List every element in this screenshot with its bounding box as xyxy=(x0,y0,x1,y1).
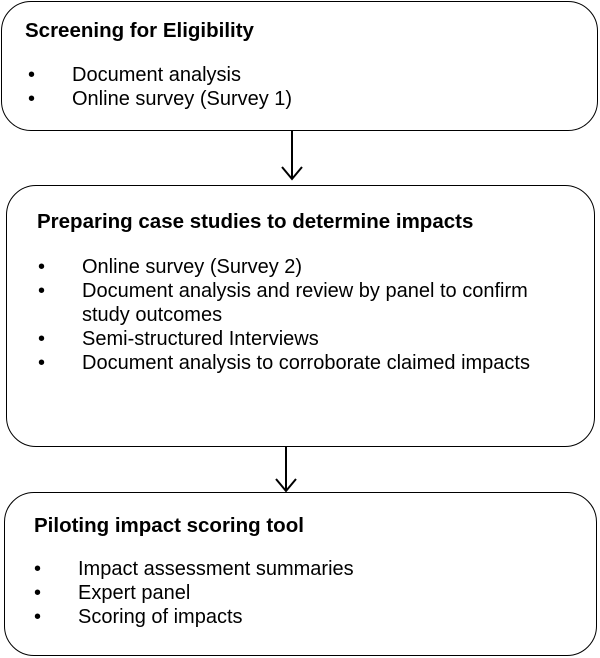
stage-item: • Document analysis to corroborate claim… xyxy=(38,351,578,375)
bullet-icon: • xyxy=(28,88,36,110)
bullet-icon: • xyxy=(34,558,42,580)
stage-item-text: Impact assessment summaries xyxy=(78,558,354,580)
stage-box-piloting: Piloting impact scoring tool • Impact as… xyxy=(4,492,597,656)
stage-box-case-studies: Preparing case studies to determine impa… xyxy=(6,185,595,447)
stage-item-text: Expert panel xyxy=(78,582,191,604)
stage-item-text: Document analysis and review by panel to… xyxy=(82,280,528,326)
bullet-icon: • xyxy=(34,606,42,628)
stage-item-text: Online survey (Survey 1) xyxy=(72,88,293,110)
bullet-icon: • xyxy=(28,64,36,86)
stage-item: • Document analysis and review by panel … xyxy=(38,279,578,327)
bullet-icon: • xyxy=(38,256,46,278)
stage-item-text: Document analysis to corroborate claimed… xyxy=(82,352,530,374)
stage-item: • Impact assessment summaries xyxy=(34,557,574,581)
stage-item-list: • Online survey (Survey 2) • Document an… xyxy=(38,255,578,375)
stage-item: • Online survey (Survey 2) xyxy=(38,255,578,279)
bullet-icon: • xyxy=(38,328,46,350)
stage-title: Preparing case studies to determine impa… xyxy=(37,210,474,233)
stage-item-text: Scoring of impacts xyxy=(78,606,243,628)
down-arrow-icon xyxy=(275,447,297,493)
stage-item: • Semi-structured Interviews xyxy=(38,327,578,351)
stage-box-screening: Screening for Eligibility • Document ana… xyxy=(1,1,598,131)
stage-item: • Scoring of impacts xyxy=(34,605,574,629)
stage-item-text: Online survey (Survey 2) xyxy=(82,256,303,278)
stage-item: • Online survey (Survey 1) xyxy=(28,87,568,111)
down-arrow-icon xyxy=(281,131,303,181)
bullet-icon: • xyxy=(34,582,42,604)
stage-title: Piloting impact scoring tool xyxy=(34,514,304,537)
bullet-icon: • xyxy=(38,352,46,374)
stage-item: • Document analysis xyxy=(28,63,568,87)
stage-item-list: • Impact assessment summaries • Expert p… xyxy=(34,557,574,629)
stage-item-text: Semi-structured Interviews xyxy=(82,328,319,350)
stage-item: • Expert panel xyxy=(34,581,574,605)
stage-item-text: Document analysis xyxy=(72,64,241,86)
bullet-icon: • xyxy=(38,280,46,302)
stage-item-list: • Document analysis • Online survey (Sur… xyxy=(28,63,568,111)
stage-title: Screening for Eligibility xyxy=(25,19,254,42)
